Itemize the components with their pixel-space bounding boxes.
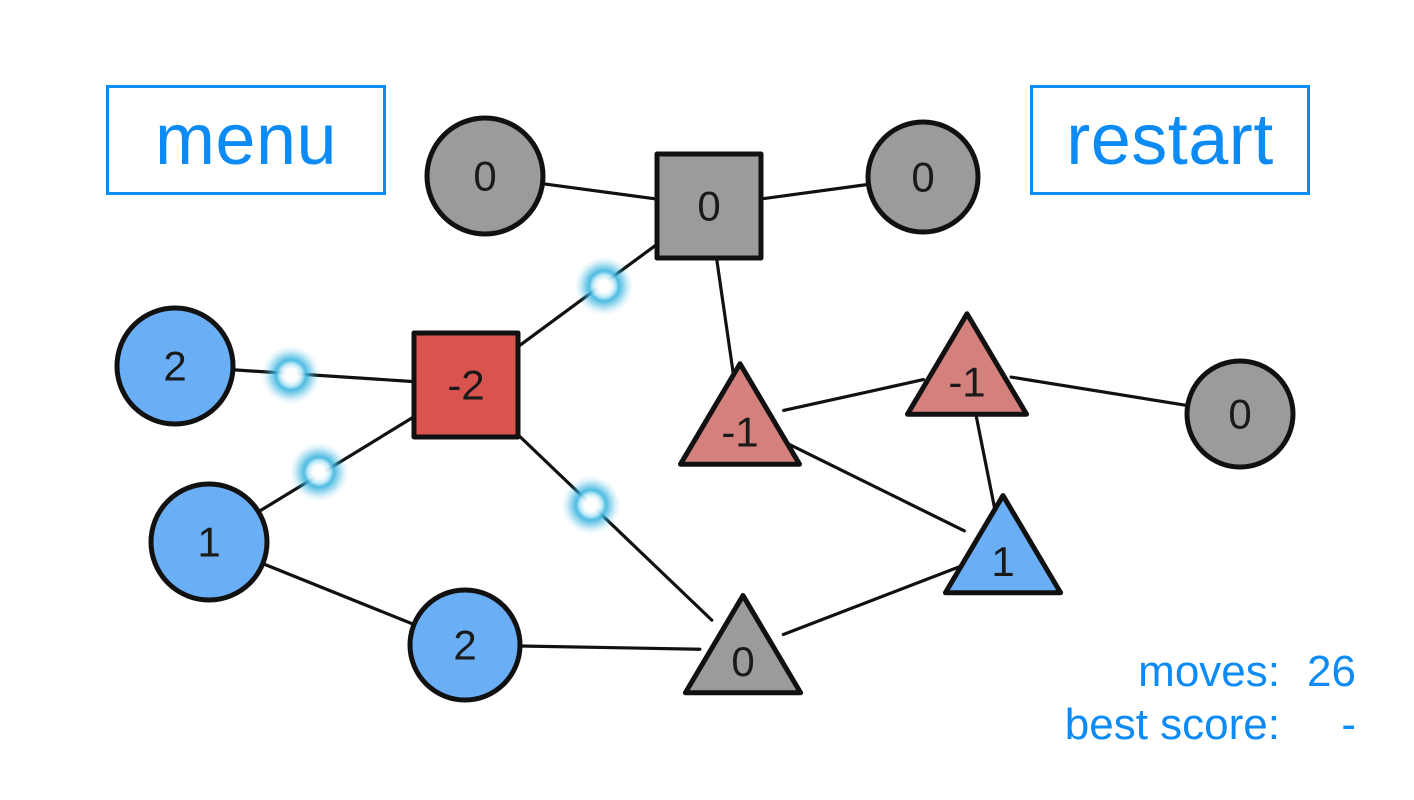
graph-node-circle[interactable]: 2 — [407, 587, 523, 703]
marker-core — [285, 369, 297, 381]
graph-node-square[interactable]: 0 — [654, 151, 764, 261]
edge-marker-glow-icon[interactable] — [290, 443, 348, 501]
graph-node-circle[interactable]: 0 — [424, 115, 546, 237]
graph-node-triangle[interactable]: -1 — [677, 361, 803, 467]
square-node-body[interactable] — [411, 330, 521, 440]
triangle-node-body[interactable] — [942, 493, 1064, 596]
marker-core — [313, 466, 325, 478]
graph-edge[interactable] — [778, 438, 966, 533]
marker-layer — [262, 257, 633, 534]
graph-edge[interactable] — [714, 256, 736, 378]
graph-edge[interactable] — [781, 378, 926, 412]
marker-core — [598, 280, 610, 292]
triangle-node-body[interactable] — [904, 311, 1030, 417]
score-panel: moves: 26 best score: - — [1065, 645, 1356, 752]
graph-edge[interactable] — [516, 433, 714, 622]
menu-button[interactable]: menu — [106, 85, 386, 195]
graph-edge[interactable] — [781, 563, 965, 637]
graph-node-square[interactable]: -2 — [411, 330, 521, 440]
triangle-node-body[interactable] — [682, 593, 804, 696]
best-score-label: best score: — [1064, 700, 1280, 750]
moves-row: moves: 26 — [1065, 645, 1356, 699]
graph-edge[interactable] — [759, 182, 871, 201]
circle-node-body[interactable] — [148, 481, 270, 603]
graph-node-circle[interactable]: 0 — [1184, 358, 1296, 470]
circle-node-body[interactable] — [424, 115, 546, 237]
edge-marker-glow-icon[interactable] — [262, 346, 320, 404]
best-score-value: - — [1341, 700, 1356, 750]
square-node-body[interactable] — [654, 151, 764, 261]
graph-edge[interactable] — [261, 562, 416, 627]
marker-core — [585, 499, 597, 511]
circle-node-body[interactable] — [114, 305, 236, 427]
graph-edge[interactable] — [974, 412, 997, 510]
circle-node-body[interactable] — [407, 587, 523, 703]
edge-marker-glow-icon[interactable] — [575, 257, 633, 315]
edge-marker-glow-icon[interactable] — [562, 476, 620, 534]
graph-node-triangle[interactable]: 1 — [942, 493, 1064, 596]
graph-edge[interactable] — [1009, 375, 1190, 408]
graph-edge[interactable] — [231, 368, 416, 384]
graph-edge[interactable] — [518, 644, 702, 651]
graph-node-circle[interactable]: 2 — [114, 305, 236, 427]
graph-node-triangle[interactable]: -1 — [904, 311, 1030, 417]
circle-node-body[interactable] — [865, 119, 981, 235]
graph-node-circle[interactable]: 1 — [148, 481, 270, 603]
moves-value: 26 — [1307, 646, 1356, 696]
restart-button[interactable]: restart — [1030, 85, 1310, 195]
triangle-node-body[interactable] — [677, 361, 803, 467]
graph-edge[interactable] — [540, 182, 659, 201]
moves-label: moves: — [1138, 646, 1280, 696]
best-score-row: best score: - — [1065, 698, 1356, 752]
graph-node-circle[interactable]: 0 — [865, 119, 981, 235]
circle-node-body[interactable] — [1184, 358, 1296, 470]
